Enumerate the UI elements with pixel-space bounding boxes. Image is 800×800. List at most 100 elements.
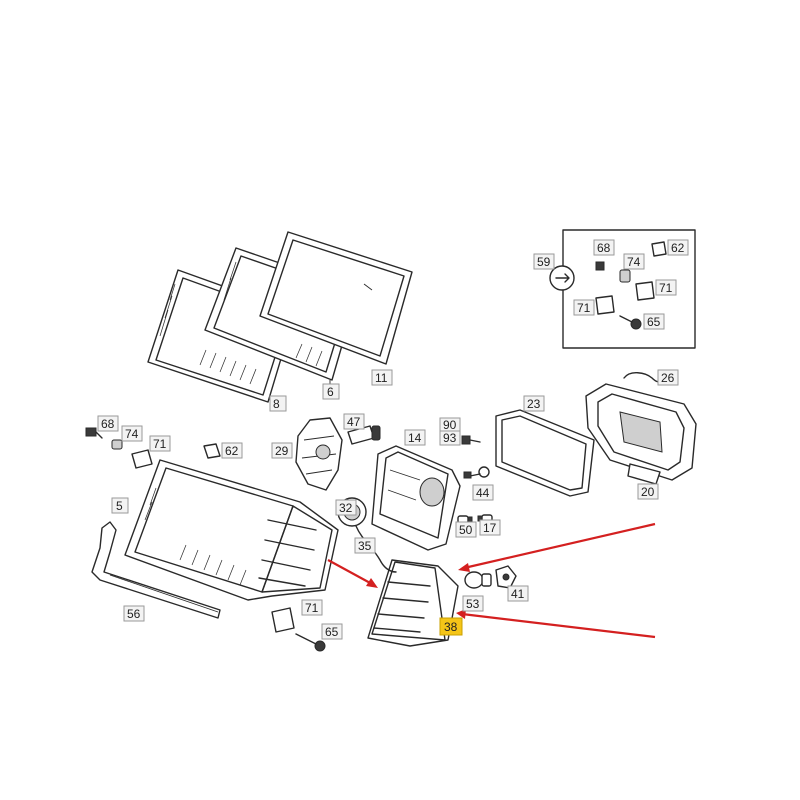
- screw-65-inset: [619, 315, 642, 330]
- label-44: 44: [472, 484, 494, 501]
- svg-text:53: 53: [466, 597, 480, 611]
- label-14: 14: [404, 429, 426, 446]
- bulb-44: [463, 466, 490, 479]
- svg-text:29: 29: [275, 444, 289, 458]
- svg-text:11: 11: [375, 371, 388, 385]
- gasket-23: [495, 409, 595, 497]
- svg-text:93: 93: [443, 431, 457, 445]
- label-62-left: 62: [221, 442, 243, 459]
- label-35: 35: [354, 537, 376, 554]
- label-26: 26: [657, 369, 679, 386]
- headlight-housing-5: [124, 459, 339, 601]
- svg-text:8: 8: [273, 397, 280, 411]
- svg-text:35: 35: [358, 539, 372, 553]
- svg-text:14: 14: [408, 431, 422, 445]
- label-5: 5: [111, 497, 129, 514]
- screw-65-bottom: [295, 633, 326, 652]
- clip-62-left: [203, 443, 221, 459]
- svg-text:71: 71: [153, 437, 167, 451]
- svg-text:50: 50: [459, 523, 473, 537]
- label-65-inset: 65: [643, 313, 665, 330]
- label-65-bottom: 65: [321, 623, 343, 640]
- headlamp-insert-14: [371, 445, 461, 551]
- svg-text:17: 17: [483, 521, 497, 535]
- label-71-inset-left: 71: [573, 299, 595, 316]
- arrow-to-bulb: [458, 522, 656, 572]
- svg-text:56: 56: [127, 607, 141, 621]
- screw-68-inset: [595, 261, 605, 271]
- rear-housing-20: [585, 383, 697, 485]
- label-29: 29: [271, 442, 293, 459]
- arrow-to-lens: [456, 609, 656, 639]
- label-50: 50: [455, 521, 477, 538]
- wrench-icon-59: [549, 265, 575, 291]
- label-56: 56: [123, 605, 145, 622]
- svg-text:62: 62: [225, 444, 239, 458]
- svg-text:62: 62: [671, 241, 685, 255]
- svg-text:23: 23: [527, 397, 541, 411]
- turn-signal-lens-38: [367, 559, 459, 647]
- svg-text:71: 71: [305, 601, 319, 615]
- label-62-inset: 62: [667, 239, 689, 256]
- bulb-90-93: [461, 435, 481, 445]
- label-6: 6: [322, 383, 340, 400]
- svg-text:90: 90: [443, 418, 457, 432]
- svg-text:74: 74: [627, 255, 641, 269]
- svg-text:44: 44: [476, 486, 490, 500]
- label-68-left: 68: [97, 415, 119, 432]
- svg-text:74: 74: [125, 427, 139, 441]
- svg-text:68: 68: [101, 417, 115, 431]
- label-74-left: 74: [121, 425, 143, 442]
- svg-text:71: 71: [577, 301, 591, 315]
- label-23: 23: [523, 395, 545, 412]
- socket-41: [495, 565, 517, 589]
- label-8: 8: [269, 395, 287, 412]
- svg-text:65: 65: [325, 625, 339, 639]
- label-32: 32: [335, 499, 357, 516]
- svg-text:38: 38: [444, 620, 458, 634]
- label-38-highlighted: 38: [439, 617, 463, 636]
- label-71-bottom: 71: [301, 599, 323, 616]
- svg-text:6: 6: [327, 385, 334, 399]
- label-20: 20: [637, 483, 659, 500]
- clip-71-bottom: [271, 607, 295, 633]
- svg-text:68: 68: [597, 241, 611, 255]
- label-41: 41: [507, 585, 529, 602]
- fastener-inset: [549, 229, 696, 349]
- svg-text:20: 20: [641, 485, 655, 499]
- label-90: 90: [439, 417, 461, 433]
- mounting-strip-56: [91, 521, 221, 619]
- svg-text:65: 65: [647, 315, 661, 329]
- headlight-frame-11: [259, 231, 413, 365]
- nut-74-left: [111, 439, 123, 450]
- svg-text:59: 59: [537, 255, 551, 269]
- label-11: 11: [371, 369, 393, 386]
- bulb-47: [347, 425, 381, 445]
- clip-71-inset-left: [595, 295, 615, 315]
- label-53: 53: [462, 595, 484, 612]
- clip-71-inset-right: [635, 281, 655, 301]
- svg-text:41: 41: [511, 587, 525, 601]
- label-47: 47: [343, 413, 365, 430]
- label-93: 93: [439, 430, 461, 446]
- bulb-53: [464, 571, 492, 589]
- svg-text:32: 32: [339, 501, 353, 515]
- clip-62-inset: [651, 241, 667, 257]
- screw-68-left: [85, 427, 103, 439]
- clip-71-left: [131, 449, 153, 469]
- svg-text:71: 71: [659, 281, 673, 295]
- arrow-from-housing: [327, 559, 378, 588]
- svg-text:47: 47: [347, 415, 361, 429]
- callout-labels: 8 6 11 5 56 68 74 71 62 29 47 14 90 93 4…: [97, 239, 689, 640]
- label-17: 17: [479, 519, 501, 536]
- label-71-inset-right: 71: [655, 279, 677, 296]
- svg-text:5: 5: [116, 499, 123, 513]
- label-59: 59: [533, 253, 555, 270]
- label-71-left: 71: [149, 435, 171, 452]
- label-68-inset: 68: [593, 239, 615, 256]
- svg-text:26: 26: [661, 371, 675, 385]
- label-74-inset: 74: [623, 253, 645, 270]
- reflector-29: [295, 417, 343, 491]
- nut-74-inset: [619, 269, 631, 283]
